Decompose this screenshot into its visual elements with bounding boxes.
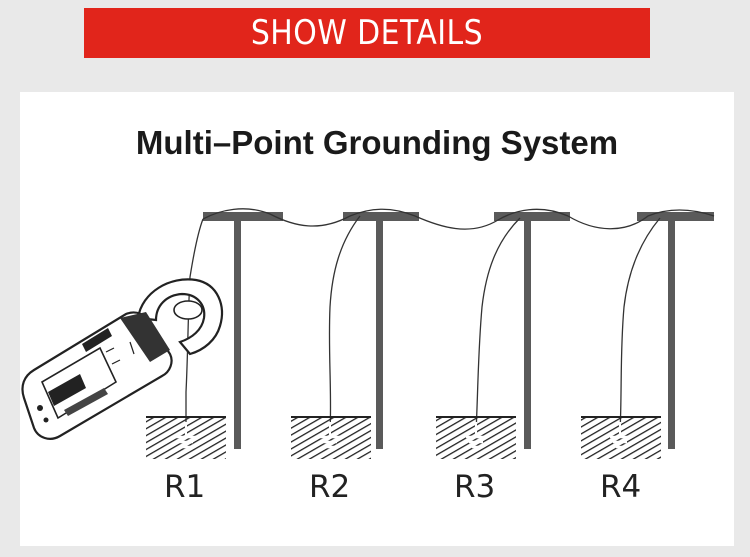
overhead-wire xyxy=(202,208,715,230)
ground-wire-4 xyxy=(619,217,661,433)
ground-block-4 xyxy=(581,416,661,459)
label-r4: R4 xyxy=(600,469,641,505)
pole-1 xyxy=(203,212,283,449)
diagram-title: Multi–Point Grounding System xyxy=(135,124,619,161)
label-r1: R1 xyxy=(164,469,205,505)
ground-wire-3 xyxy=(475,217,521,433)
label-r2: R2 xyxy=(309,469,350,505)
pole-3 xyxy=(494,212,570,449)
ground-block-1 xyxy=(146,416,226,459)
clamp-meter-icon xyxy=(21,278,224,440)
diagram-panel: Multi–Point Grounding System xyxy=(20,92,734,546)
grounding-diagram: R1 R2 R3 R4 xyxy=(21,208,715,505)
pole-2 xyxy=(343,212,419,449)
show-details-banner[interactable]: SHOW DETAILS xyxy=(84,8,650,58)
pole-4 xyxy=(637,212,714,449)
ground-block-2 xyxy=(291,416,371,459)
ground-block-3 xyxy=(436,416,516,459)
banner-label: SHOW DETAILS xyxy=(250,13,484,53)
ground-wire-2 xyxy=(328,215,361,433)
label-r3: R3 xyxy=(454,469,495,505)
